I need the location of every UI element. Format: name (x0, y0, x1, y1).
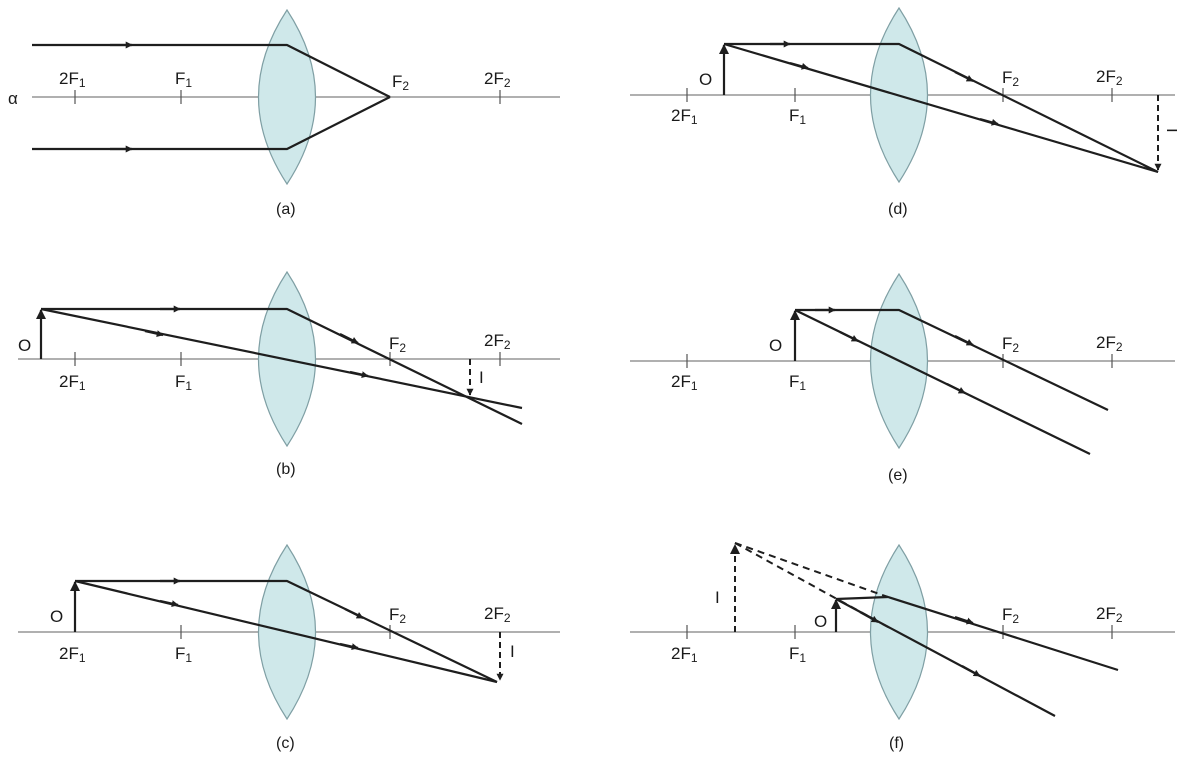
image-label: I (479, 368, 484, 387)
direction-arrow (946, 383, 966, 394)
label-f2: F2 (389, 605, 406, 626)
object-label: O (50, 607, 63, 626)
label-2f2: 2F2 (484, 69, 511, 90)
image-label: I (510, 642, 515, 661)
axis-label: α (8, 89, 18, 108)
panel-d: O I 2F1 F1 F2 2F2 (d) (630, 6, 1177, 218)
panel-c: O I 2F1 F1 F2 2F2 (c) (18, 543, 560, 752)
label-2f2: 2F2 (1096, 67, 1123, 88)
label-2f1: 2F1 (671, 106, 698, 127)
direction-arrow (961, 665, 981, 677)
panel-a: α 2F1 F1 F2 2F2 (a) (8, 8, 560, 218)
panel-f: I O 2F1 F1 F2 2F2 (f) (630, 542, 1175, 752)
caption-c: (c) (276, 735, 295, 752)
direction-arrow (954, 71, 974, 82)
ray-parallel (795, 308, 1109, 411)
label-2f2: 2F2 (1096, 333, 1123, 354)
direction-arrow (344, 608, 364, 619)
direction-arrow (859, 611, 879, 623)
label-f1: F1 (175, 372, 192, 393)
label-2f2: 2F2 (484, 604, 511, 625)
label-f2: F2 (389, 334, 406, 355)
ray-through-centre (74, 579, 498, 684)
ray-parallel (41, 307, 523, 425)
label-f1: F1 (789, 644, 806, 665)
label-f1: F1 (789, 106, 806, 127)
label-2f1: 2F1 (59, 372, 86, 393)
ray-parallel (75, 579, 498, 683)
object-label: O (18, 336, 31, 355)
label-f2: F2 (1002, 605, 1019, 626)
label-2f1: 2F1 (59, 644, 86, 665)
direction-arrow (954, 335, 974, 346)
direction-arrow (954, 615, 974, 625)
direction-arrow (349, 370, 369, 379)
convex-lens (258, 8, 316, 186)
ray-parallel-lower (32, 96, 391, 151)
label-f1: F1 (175, 69, 192, 90)
ray-parallel-upper (32, 43, 391, 98)
image-label: I (1163, 128, 1177, 133)
label-2f1: 2F1 (671, 644, 698, 665)
label-2f1: 2F1 (59, 69, 86, 90)
caption-d: (d) (888, 201, 908, 218)
direction-arrow (339, 333, 359, 344)
label-f2: F2 (1002, 334, 1019, 355)
object-label: O (699, 70, 712, 89)
label-f1: F1 (789, 372, 806, 393)
virtual-ray-parallel (734, 542, 889, 598)
caption-b: (b) (276, 461, 296, 478)
panel-e: O 2F1 F1 F2 2F2 (e) (630, 272, 1175, 484)
image-label: I (715, 588, 720, 607)
caption-f: (f) (889, 735, 904, 752)
caption-a: (a) (276, 201, 296, 218)
direction-arrow (839, 331, 859, 342)
caption-e: (e) (888, 467, 908, 484)
direction-arrow (979, 117, 999, 126)
panel-b: O I 2F1 F1 F2 2F2 (b) (18, 270, 560, 478)
label-f2: F2 (392, 72, 409, 93)
object-label: O (814, 612, 827, 631)
label-2f1: 2F1 (671, 372, 698, 393)
direction-arrow (789, 61, 809, 70)
ray-parallel (835, 595, 1119, 672)
ray-through-centre (40, 307, 523, 410)
label-f2: F2 (1002, 68, 1019, 89)
direction-arrow (159, 599, 179, 608)
object-label: O (769, 336, 782, 355)
label-2f2: 2F2 (1096, 604, 1123, 625)
label-f1: F1 (175, 644, 192, 665)
direction-arrow (144, 329, 164, 338)
direction-arrow (339, 642, 359, 651)
label-2f2: 2F2 (484, 331, 511, 352)
